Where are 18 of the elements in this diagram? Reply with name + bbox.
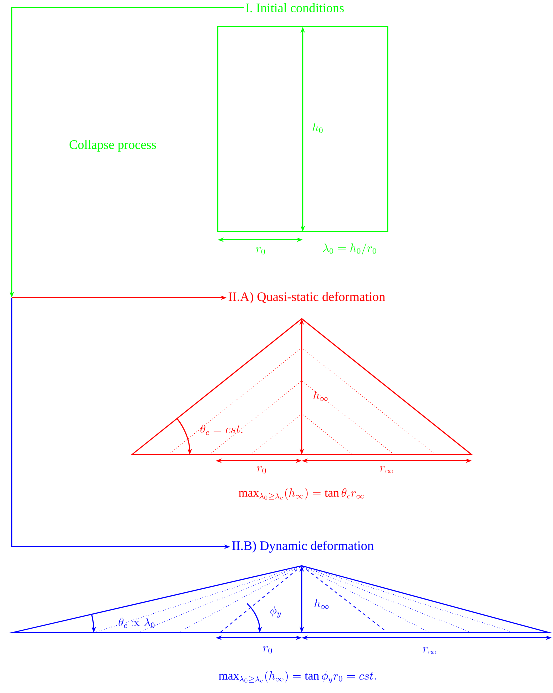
formula-label: $r_\infty$ xyxy=(380,466,394,474)
formula-label: $\theta_c \propto \lambda_0$ xyxy=(118,618,155,628)
formula-label: $r_0$ xyxy=(263,646,272,654)
formula-label: $r_0$ xyxy=(256,247,266,255)
section-heading: II.B) Dynamic deformation xyxy=(232,541,374,553)
formula-label: $h_0$ xyxy=(312,122,323,134)
process-label: Collapse process xyxy=(70,140,156,152)
section-heading: I. Initial conditions xyxy=(246,3,344,13)
formula-label: $\lambda_0 = h_0/r_0$ xyxy=(323,243,376,255)
formula-label: $\theta_c = cst.$ xyxy=(200,424,243,436)
formula-label: $\max_{\lambda_0\geq\lambda_c}(h_\infty) = \tan\theta_c r_\infty$ xyxy=(238,488,364,500)
section-heading: II.A) Quasi-static deformation xyxy=(228,292,386,304)
formula-label: $h_\infty$ xyxy=(314,390,328,402)
formula-label: $\max_{\lambda_0\geq\lambda_c}(h_\infty) = \tan\phi_y r_0 = cst.$ xyxy=(219,670,376,684)
formula-label: $r_\infty$ xyxy=(423,647,436,655)
formula-label: $r_0$ xyxy=(257,466,266,474)
formula-label: $\phi_y$ xyxy=(270,606,282,618)
formula-label: $h_\infty$ xyxy=(314,598,329,610)
